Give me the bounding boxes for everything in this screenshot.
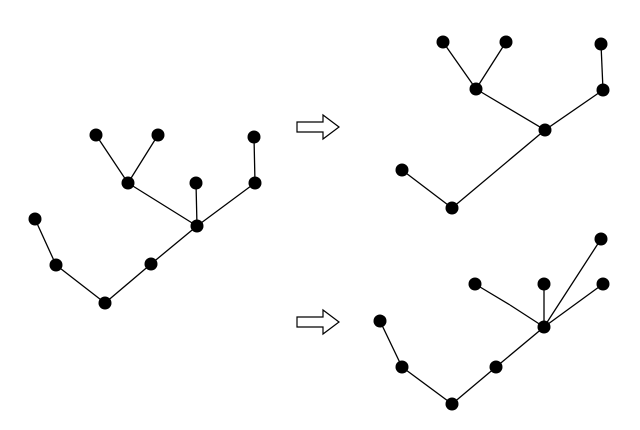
- bottom-result-edge: [379, 320, 403, 368]
- top-result-edge: [451, 129, 546, 209]
- top-result-node: [596, 83, 610, 97]
- bottom-result-edge: [543, 283, 604, 328]
- bottom-result-edge: [509, 304, 545, 328]
- top-result-edge: [544, 89, 604, 131]
- top-arrow-icon: [296, 113, 340, 141]
- bottom-result-node: [445, 397, 459, 411]
- bottom-result-node: [596, 277, 610, 291]
- top-result-node: [436, 35, 450, 49]
- bottom-result-node: [395, 360, 409, 374]
- nodes-layer: [28, 35, 610, 411]
- bottom-result-node: [594, 232, 608, 246]
- top-result-node: [538, 123, 552, 137]
- top-result-edge: [475, 88, 546, 131]
- original-node: [247, 130, 261, 144]
- bottom-result-node: [373, 314, 387, 328]
- arrows-layer: [296, 113, 340, 336]
- bottom-result-node: [489, 360, 503, 374]
- bottom-result-edge: [474, 283, 511, 306]
- top-result-node: [499, 35, 513, 49]
- top-result-node: [395, 163, 409, 177]
- original-edge: [127, 134, 159, 184]
- original-node: [89, 128, 103, 142]
- bottom-result-edge: [543, 238, 602, 328]
- original-edge: [253, 136, 256, 184]
- top-result-node: [594, 37, 608, 51]
- original-node: [189, 176, 203, 190]
- bottom-result-node: [468, 277, 482, 291]
- original-node: [190, 219, 204, 233]
- original-edge: [150, 225, 198, 265]
- original-edge: [196, 182, 256, 227]
- bottom-result-node: [537, 277, 551, 291]
- original-node: [248, 176, 262, 190]
- edges-layer: [34, 41, 604, 405]
- original-node: [28, 212, 42, 226]
- original-node: [144, 257, 158, 271]
- original-edge: [34, 218, 57, 266]
- bottom-result-node: [537, 320, 551, 334]
- top-result-edge: [401, 169, 453, 209]
- original-edge: [55, 264, 106, 304]
- original-node: [98, 296, 112, 310]
- bottom-result-edge: [401, 366, 453, 405]
- original-node: [121, 176, 135, 190]
- top-result-edge: [475, 41, 507, 90]
- top-result-node: [445, 201, 459, 215]
- original-edge: [104, 263, 152, 304]
- bottom-result-edge: [495, 326, 545, 368]
- original-edge: [195, 182, 198, 227]
- original-node: [151, 128, 165, 142]
- original-edge: [95, 134, 129, 184]
- bottom-arrow-icon: [296, 308, 340, 336]
- top-result-edge: [442, 41, 477, 90]
- top-result-node: [469, 82, 483, 96]
- top-result-edge: [600, 43, 604, 91]
- original-node: [49, 258, 63, 272]
- bottom-result-edge: [451, 366, 497, 405]
- original-edge: [127, 182, 198, 227]
